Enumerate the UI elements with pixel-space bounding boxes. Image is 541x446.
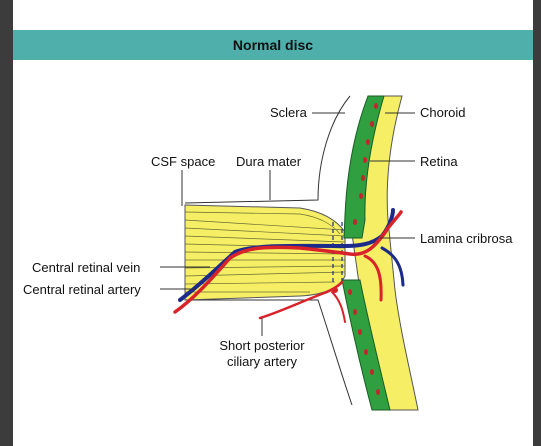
label-short-posterior-line1: Short posterior xyxy=(219,338,305,353)
label-choroid: Choroid xyxy=(420,105,466,120)
label-dura-mater: Dura mater xyxy=(236,154,302,169)
ciliary-artery-node xyxy=(332,287,338,293)
label-retina: Retina xyxy=(420,154,458,169)
label-csf-space: CSF space xyxy=(151,154,215,169)
label-lamina-cribrosa: Lamina cribrosa xyxy=(420,231,513,246)
label-sclera: Sclera xyxy=(270,105,308,120)
label-central-retinal-vein: Central retinal vein xyxy=(32,260,140,275)
label-central-retinal-artery: Central retinal artery xyxy=(23,282,141,297)
label-short-posterior-line2: ciliary artery xyxy=(227,354,298,369)
ciliary-branch-1 xyxy=(332,292,345,322)
sclera-outline xyxy=(185,96,350,203)
